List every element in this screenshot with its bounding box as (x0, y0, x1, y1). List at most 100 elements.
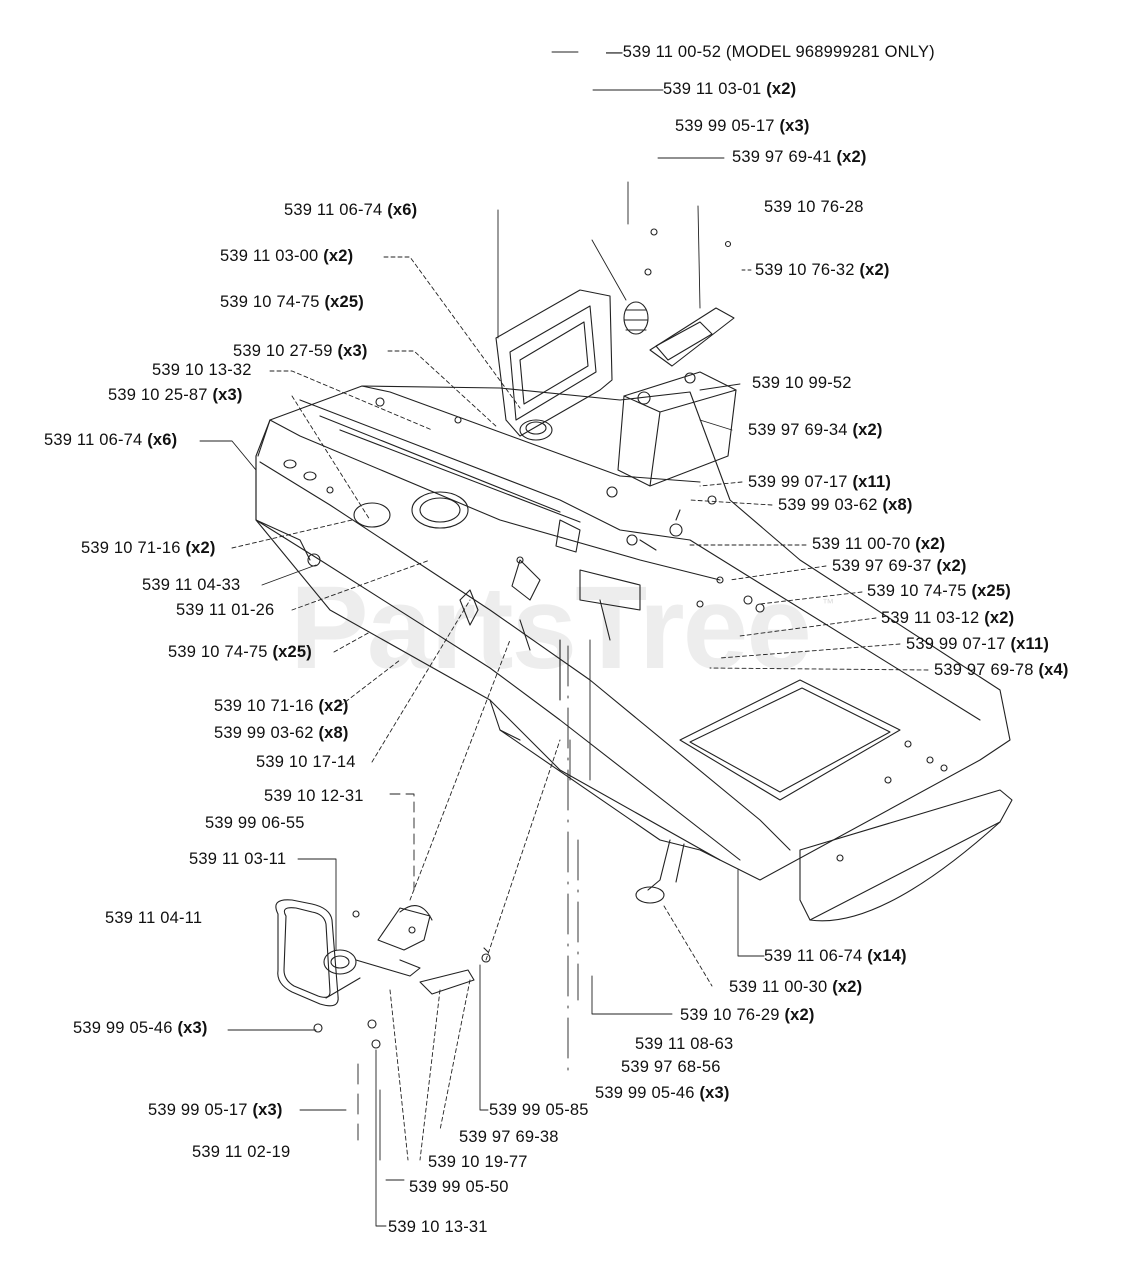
part-number: 539 97 69-38 (459, 1128, 559, 1146)
part-number: 539 10 99-52 (752, 374, 852, 392)
chassis-frame (255, 385, 1013, 922)
part-callout: 539 10 12-31 (264, 786, 364, 806)
part-number: 539 10 13-32 (152, 361, 252, 379)
part-number: 539 99 05-46 (73, 1019, 173, 1037)
part-callout: 539 11 06-74 (x6) (44, 430, 177, 450)
part-callout: 539 99 05-46 (x3) (73, 1018, 208, 1038)
part-callout: 539 11 00-70 (x2) (812, 534, 945, 554)
part-number: 539 97 68-56 (621, 1058, 721, 1076)
part-quantity: (x2) (915, 535, 946, 553)
part-number: 539 11 03-00 (220, 247, 319, 265)
part-number: 539 97 69-41 (732, 148, 832, 166)
part-callout: 539 11 03-00 (x2) (220, 246, 353, 266)
part-number: 539 99 05-17 (675, 117, 775, 135)
part-callout: 539 11 02-19 (192, 1142, 290, 1162)
part-number: 539 99 05-50 (409, 1178, 509, 1196)
part-callout: 539 99 03-62 (x8) (778, 495, 913, 515)
part-quantity: (x8) (882, 496, 913, 514)
part-callout: 539 10 74-75 (x25) (867, 581, 1011, 601)
part-number: 539 11 04-11 (105, 909, 203, 927)
part-number: 539 11 04-33 (142, 576, 241, 594)
part-number: 539 10 74-75 (867, 582, 967, 600)
fuel-tank (617, 371, 737, 487)
part-callout: 539 10 27-59 (x3) (233, 341, 368, 361)
part-number: 539 10 25-87 (108, 386, 208, 404)
part-quantity: (x3) (337, 342, 368, 360)
part-number: 539 11 03-01 (663, 80, 762, 98)
part-number: 539 99 03-62 (214, 724, 314, 742)
switch-block (649, 240, 735, 367)
part-callout: 539 10 71-16 (x2) (81, 538, 216, 558)
part-callout: 539 11 01-26 (176, 600, 274, 620)
part-number: 539 97 69-34 (748, 421, 848, 439)
part-number: 539 11 03-11 (189, 850, 287, 868)
part-quantity: (x3) (779, 117, 810, 135)
part-callout: 539 99 05-46 (x3) (595, 1083, 730, 1103)
part-callout: 539 11 00-30 (x2) (729, 977, 862, 997)
part-callout: 539 99 05-50 (409, 1177, 509, 1197)
part-callout: 539 97 69-38 (459, 1127, 559, 1147)
part-number: 539 11 00-30 (729, 978, 828, 996)
part-number: 539 99 06-55 (205, 814, 305, 832)
part-callout: 539 10 76-28 (764, 197, 864, 217)
part-number: 539 10 17-14 (256, 753, 356, 771)
part-callout: 539 10 25-87 (x3) (108, 385, 243, 405)
leader-lines (199, 51, 929, 1227)
part-number: 539 11 08-63 (635, 1035, 734, 1053)
part-quantity: (x6) (387, 201, 418, 219)
part-number: 539 99 05-85 (489, 1101, 589, 1119)
part-number: 539 11 06-74 (44, 431, 143, 449)
part-number: 539 10 74-75 (220, 293, 320, 311)
part-callout: 539 10 76-32 (x2) (755, 260, 890, 280)
part-callout: 539 99 03-62 (x8) (214, 723, 349, 743)
part-callout: 539 10 71-16 (x2) (214, 696, 349, 716)
watermark: PartsTree (290, 562, 812, 694)
part-quantity: (x6) (147, 431, 178, 449)
part-quantity: (x2) (984, 609, 1015, 627)
part-number: 539 99 03-62 (778, 496, 878, 514)
part-callout: 539 99 05-17 (x3) (675, 116, 810, 136)
part-quantity: (x2) (836, 148, 867, 166)
part-quantity: (x4) (1038, 661, 1069, 679)
part-number: 539 10 76-32 (755, 261, 855, 279)
part-quantity: (x3) (699, 1084, 730, 1102)
part-callout: 539 99 05-17 (x3) (148, 1100, 283, 1120)
part-callout: 539 10 17-14 (256, 752, 356, 772)
part-quantity: (x2) (318, 697, 349, 715)
part-number: 539 11 00-70 (812, 535, 911, 553)
part-callout: 539 97 69-34 (x2) (748, 420, 883, 440)
part-callout: 539 10 74-75 (x25) (168, 642, 312, 662)
part-number: 539 10 13-31 (388, 1218, 488, 1236)
part-callout: 539 11 04-11 (105, 908, 202, 928)
part-quantity: (x2) (185, 539, 216, 557)
spring-coupler (623, 228, 658, 335)
part-number: 539 99 07-17 (748, 473, 848, 491)
part-quantity: (x2) (766, 80, 797, 98)
part-note: (MODEL 968999281 ONLY) (721, 43, 935, 61)
part-quantity: (x3) (252, 1101, 283, 1119)
part-quantity: (x25) (324, 293, 364, 311)
part-callout: 539 99 06-55 (205, 813, 305, 833)
part-quantity: (x25) (971, 582, 1011, 600)
part-quantity: (x2) (936, 557, 967, 575)
part-callout: 539 11 08-63 (635, 1034, 733, 1054)
part-number: 539 10 76-28 (764, 198, 864, 216)
part-number: 539 11 02-19 (192, 1143, 291, 1161)
part-number: 539 97 69-78 (934, 661, 1034, 679)
part-quantity: (x3) (177, 1019, 208, 1037)
part-number: 539 11 06-74 (764, 947, 863, 965)
part-quantity: (x2) (859, 261, 890, 279)
part-callout: 539 99 05-85 (489, 1100, 589, 1120)
part-callout: 539 10 13-31 (388, 1217, 488, 1237)
part-number: 539 99 05-46 (595, 1084, 695, 1102)
part-callout: 539 11 03-01 (x2) (663, 79, 796, 99)
part-callout: 539 97 69-41 (x2) (732, 147, 867, 167)
part-number: 539 10 71-16 (214, 697, 314, 715)
part-number: 539 99 05-17 (148, 1101, 248, 1119)
part-callout: 539 11 06-74 (x6) (284, 200, 417, 220)
part-quantity: (x2) (832, 978, 863, 996)
part-callout: —539 11 00-52 (MODEL 968999281 ONLY) (606, 42, 935, 62)
part-quantity: (x2) (784, 1006, 815, 1024)
part-callout: 539 11 04-33 (142, 575, 240, 595)
